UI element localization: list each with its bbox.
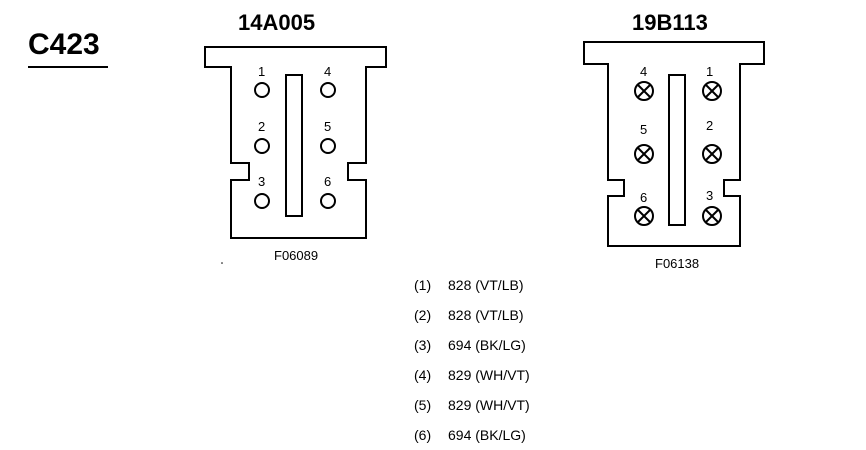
right-connector-body xyxy=(583,41,765,247)
pin-circuit: 828 (VT/LB) xyxy=(448,277,524,293)
pin-row: (3) 694 (BK/LG) xyxy=(414,330,530,360)
left-connector-body xyxy=(204,46,387,239)
right-pin-label-4: 4 xyxy=(640,64,647,79)
pin-number: (1) xyxy=(414,277,432,293)
left-pin-label-2: 2 xyxy=(258,119,265,134)
right-pin-5 xyxy=(634,144,654,164)
right-pin-2 xyxy=(702,144,722,164)
left-pin-label-3: 3 xyxy=(258,174,265,189)
right-pin-label-1: 1 xyxy=(706,64,713,79)
left-pin-5 xyxy=(320,138,336,154)
pin-circuit: 829 (WH/VT) xyxy=(448,367,530,383)
pin-row: (4) 829 (WH/VT) xyxy=(414,360,530,390)
pin-number: (3) xyxy=(414,337,432,353)
pin-number: (5) xyxy=(414,397,432,413)
stray-dot xyxy=(221,262,223,264)
left-pin-4 xyxy=(320,82,336,98)
left-pin-label-4: 4 xyxy=(324,64,331,79)
left-pin-label-6: 6 xyxy=(324,174,331,189)
right-pin-6 xyxy=(634,206,654,226)
left-pin-label-5: 5 xyxy=(324,119,331,134)
left-connector-key xyxy=(285,74,303,217)
right-pin-3 xyxy=(702,206,722,226)
connector-id: C423 xyxy=(28,28,100,61)
left-pin-1 xyxy=(254,82,270,98)
pin-row: (1) 828 (VT/LB) xyxy=(414,270,530,300)
pin-circuit: 694 (BK/LG) xyxy=(448,337,526,353)
left-pin-label-1: 1 xyxy=(258,64,265,79)
right-connector-key xyxy=(668,74,686,226)
connector-id-underline xyxy=(28,66,108,68)
left-pin-3 xyxy=(254,193,270,209)
pin-circuit: 829 (WH/VT) xyxy=(448,397,530,413)
left-pin-6 xyxy=(320,193,336,209)
pin-row: (2) 828 (VT/LB) xyxy=(414,300,530,330)
left-figure-ref: F06089 xyxy=(274,248,319,263)
pin-number: (2) xyxy=(414,307,432,323)
right-pin-label-3: 3 xyxy=(706,188,713,203)
right-figure-ref: F06138 xyxy=(655,256,700,271)
pin-circuit: 828 (VT/LB) xyxy=(448,307,524,323)
right-pin-1 xyxy=(702,81,722,101)
right-pin-label-6: 6 xyxy=(640,190,647,205)
pin-circuit: 694 (BK/LG) xyxy=(448,427,526,443)
left-part-number: 14A005 xyxy=(238,10,316,35)
left-pin-2 xyxy=(254,138,270,154)
pin-number: (4) xyxy=(414,367,432,383)
right-pin-label-5: 5 xyxy=(640,122,647,137)
pin-row: (5) 829 (WH/VT) xyxy=(414,390,530,420)
pin-row: (6) 694 (BK/LG) xyxy=(414,420,530,450)
pin-circuit-list: (1) 828 (VT/LB) (2) 828 (VT/LB) (3) 694 (BK… xyxy=(414,270,530,450)
right-part-number: 19B113 xyxy=(632,10,708,35)
right-pin-label-2: 2 xyxy=(706,118,713,133)
pin-number: (6) xyxy=(414,427,432,443)
right-pin-4 xyxy=(634,81,654,101)
